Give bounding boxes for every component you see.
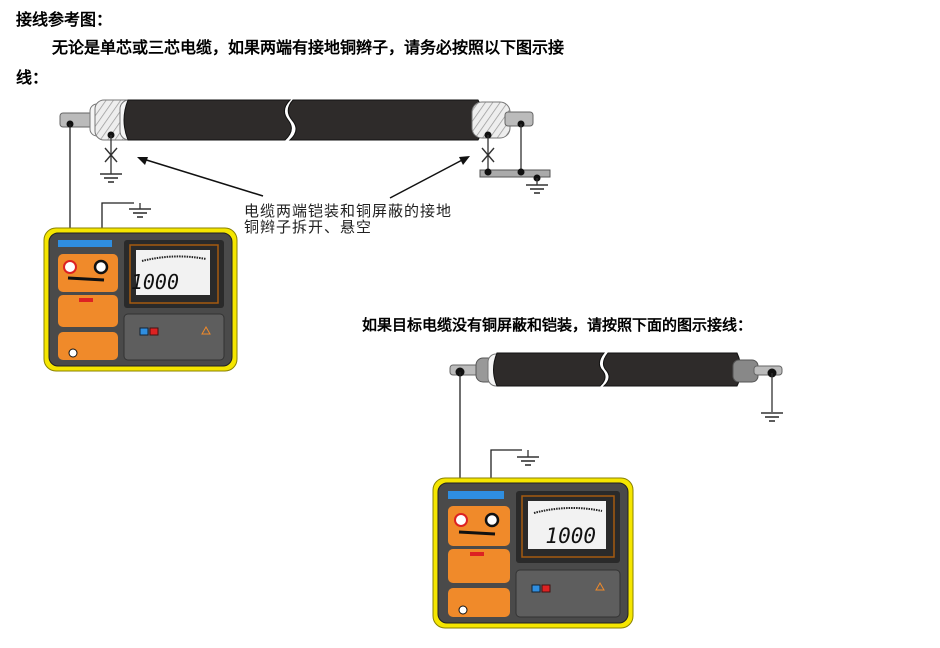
cable-1-jacket-right <box>287 99 485 141</box>
cable-2 <box>449 352 784 422</box>
blue-button <box>139 327 149 336</box>
cable-1-jacket-left <box>123 99 292 141</box>
power-panel <box>58 332 118 360</box>
terminal-e <box>93 259 109 275</box>
diagram2-caption: 如果目标电缆没有铜屏蔽和铠装，请按照下面的图示接线： <box>362 316 753 334</box>
power-button <box>68 348 78 358</box>
ground-icon <box>99 173 123 183</box>
insulation-tester-2 <box>432 477 634 629</box>
meter-2-reading: 1000 <box>545 524 596 548</box>
intro-line-1: 无论是单芯或三芯电缆，如果两端有接地铜辫子，请务必按照以下图示接 <box>52 38 565 57</box>
warning-panel <box>58 295 118 327</box>
insulation-tester-1 <box>43 227 238 372</box>
blue-strip <box>58 240 112 247</box>
cable-1 <box>59 99 551 199</box>
arrow-right <box>389 157 467 199</box>
ground-icon <box>760 412 784 422</box>
annotation-line-2: 铜辫子拆开、悬空 <box>244 218 373 236</box>
terminal-l <box>63 260 77 274</box>
heading: 接线参考图： <box>16 10 113 29</box>
annotation-line-1: 电缆两端铠装和铜屏蔽的接地 <box>244 202 453 220</box>
red-button <box>149 327 159 336</box>
cable-1-shield-right <box>471 101 511 139</box>
intro-line-2: 线： <box>16 68 49 87</box>
meter-1-reading: 1000 <box>131 270 179 294</box>
ground-bar <box>479 169 551 178</box>
arrow-left <box>139 157 264 197</box>
